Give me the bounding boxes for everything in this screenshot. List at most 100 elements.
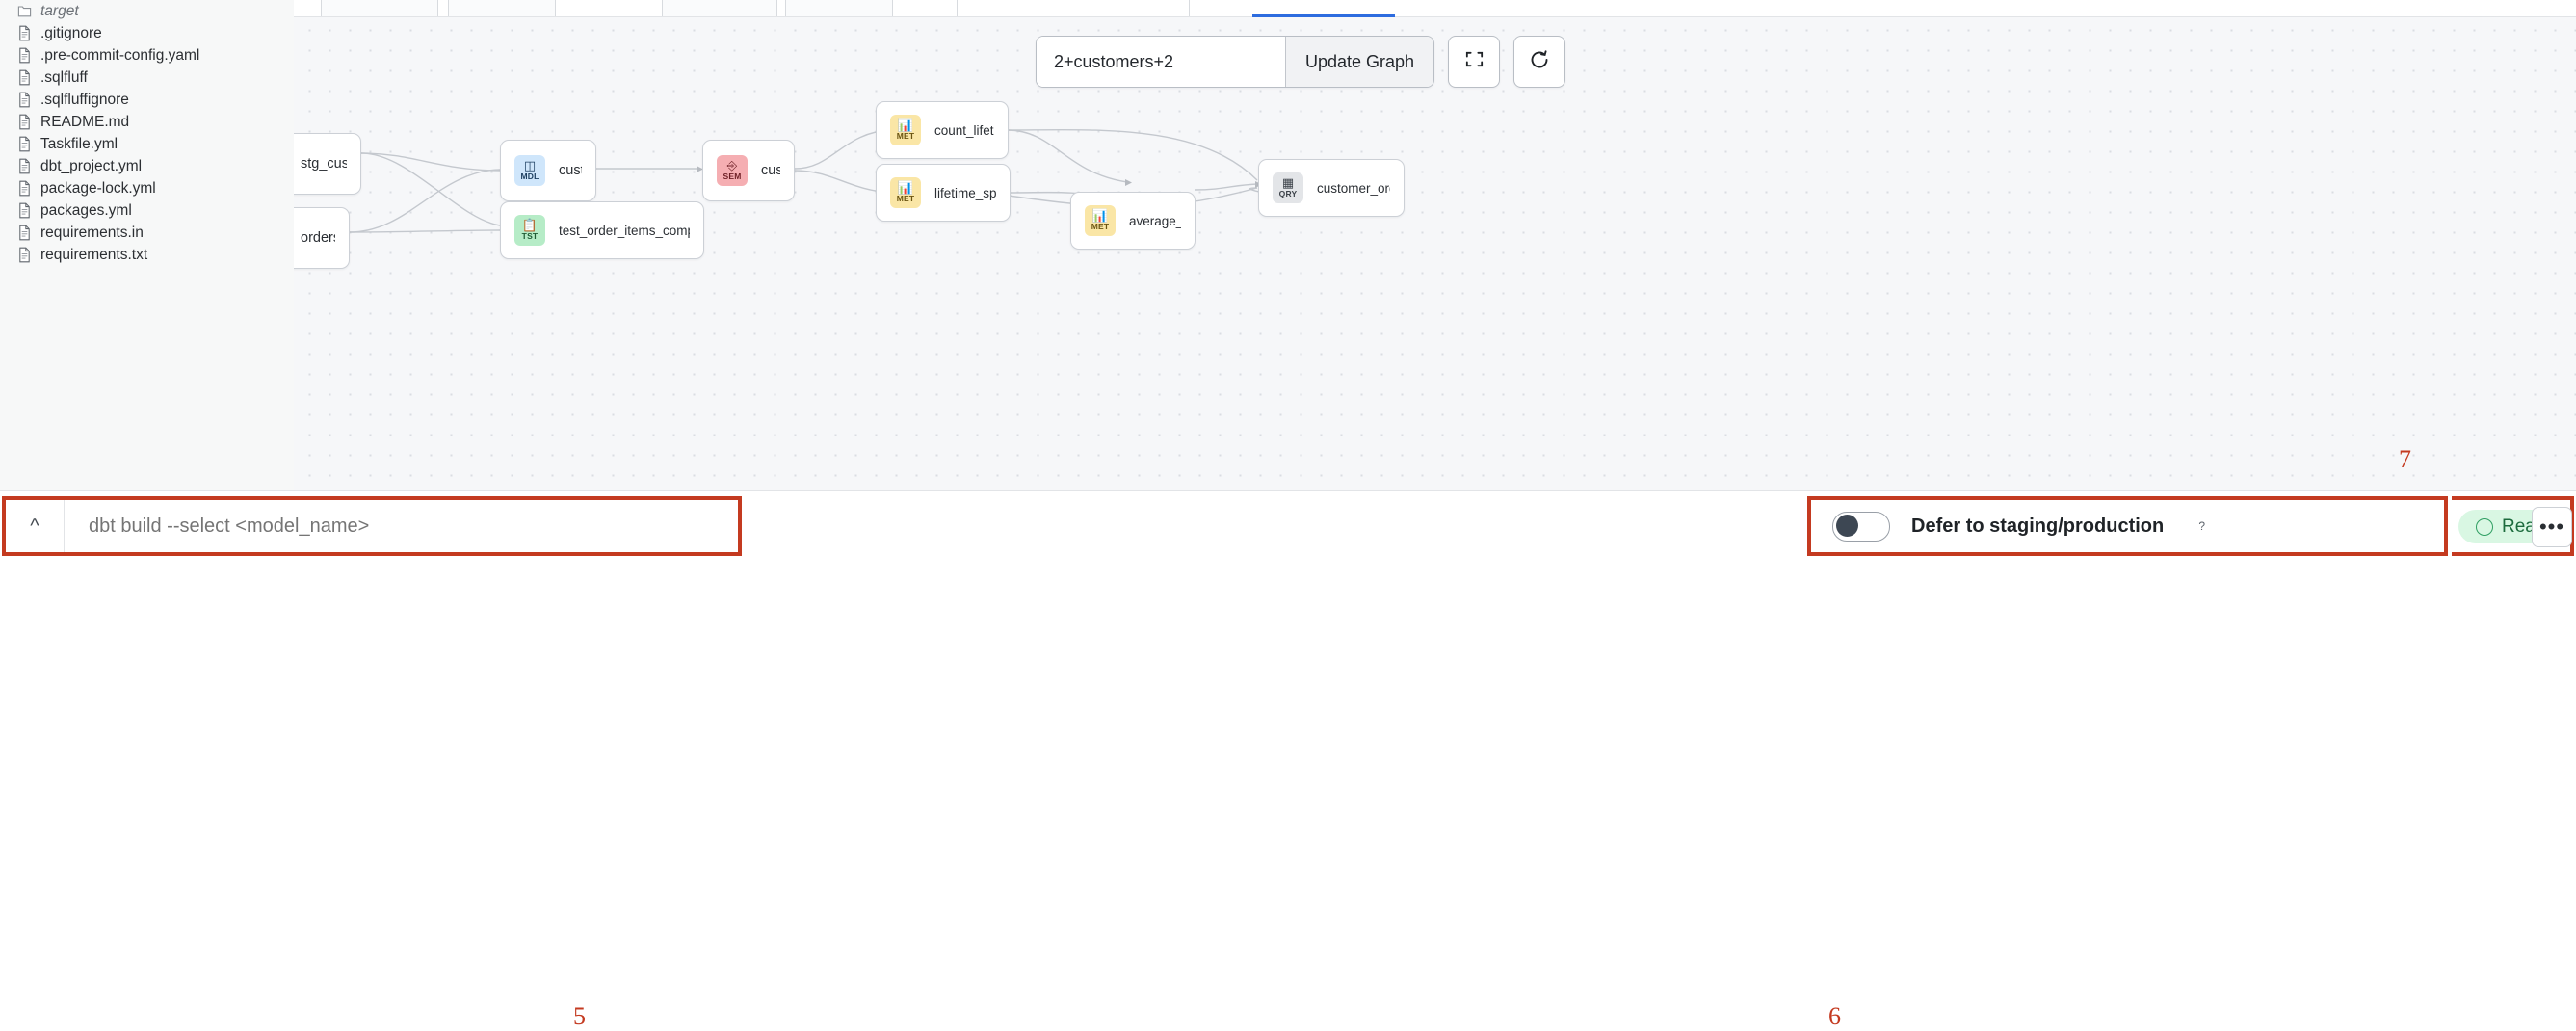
file-explorer-sidebar: target .gitignore .pre-commit-config.yam… <box>0 0 295 491</box>
file-item-label: package-lock.yml <box>40 180 156 197</box>
file-item-label: .pre-commit-config.yaml <box>40 47 200 64</box>
tab-ghost-2[interactable] <box>448 0 556 16</box>
dag-node-test-order-items[interactable]: 📋 TST test_order_items_compute_to_bools… <box>500 201 704 259</box>
dag-node-customers-semantic[interactable]: ⎆ SEM customers <box>702 140 795 201</box>
fullscreen-icon <box>1463 48 1485 75</box>
file-item-packages-yml[interactable]: packages.yml <box>0 199 294 222</box>
file-icon <box>17 136 32 152</box>
dag-node-label: customers <box>761 163 780 178</box>
table-icon: ▦ <box>1281 175 1295 191</box>
graph-search-input[interactable] <box>1037 37 1285 87</box>
status-ring-icon <box>2476 517 2493 536</box>
metric-badge: 📊 MET <box>890 115 921 145</box>
dag-node-label: customer_order_metrics <box>1317 180 1390 196</box>
file-icon <box>17 69 32 86</box>
file-item-label: dbt_project.yml <box>40 158 143 174</box>
dag-node-label: count_lifetime_orders <box>934 122 994 138</box>
file-icon <box>17 158 32 174</box>
dag-node-label: customers <box>559 163 582 178</box>
file-item-label: requirements.in <box>40 225 144 241</box>
file-item-label: target <box>40 3 79 19</box>
dag-node-average-order-value[interactable]: 📊 MET average_order_value <box>1070 192 1196 250</box>
defer-label: Defer to staging/production <box>1911 515 2165 537</box>
defer-control-group: Defer to staging/production ? <box>1807 496 2448 556</box>
file-icon <box>17 92 32 108</box>
dag-node-label: orders <box>301 230 335 246</box>
metric-badge: 📊 MET <box>1085 205 1116 236</box>
file-item-label: Taskfile.yml <box>40 136 118 152</box>
file-item-readme-md[interactable]: README.md <box>0 111 294 133</box>
file-item-label: .sqlfluff <box>40 69 88 86</box>
help-circle-icon[interactable]: ? <box>2198 519 2206 533</box>
bottom-bar: ^ 5 Defer to staging/production ? 6 Read… <box>0 490 2576 1030</box>
dag-node-orders[interactable]: orders <box>294 207 350 269</box>
dag-node-customer-order-metrics[interactable]: ▦ QRY customer_order_metrics <box>1258 159 1405 217</box>
file-list: target .gitignore .pre-commit-config.yam… <box>0 0 294 266</box>
more-options-button[interactable]: ••• <box>2532 507 2572 547</box>
dag-node-lifetime-spend-pretax[interactable]: 📊 MET lifetime_spend_pretax <box>876 164 1011 222</box>
bar-chart-icon: 📊 <box>897 118 914 133</box>
file-item-label: requirements.txt <box>40 247 148 263</box>
dag-node-label: lifetime_spend_pretax <box>934 185 996 200</box>
file-item-dbt-project-yml[interactable]: dbt_project.yml <box>0 155 294 177</box>
command-bar: ^ <box>2 496 742 556</box>
file-item-label: .gitignore <box>40 25 102 41</box>
folder-icon <box>17 3 32 19</box>
file-item--gitignore[interactable]: .gitignore <box>0 22 294 44</box>
semantic-badge: ⎆ SEM <box>717 155 748 186</box>
model-badge: ◫ MDL <box>514 155 545 186</box>
refresh-icon <box>1528 48 1551 76</box>
tab-ghost-1[interactable] <box>321 0 438 16</box>
file-icon <box>17 202 32 219</box>
file-item-requirements-in[interactable]: requirements.in <box>0 222 294 244</box>
dag-canvas[interactable]: Update Graph <box>294 16 2576 491</box>
dag-node-label: stg_customers <box>301 156 347 172</box>
file-item--pre-commit-config-yaml[interactable]: .pre-commit-config.yaml <box>0 44 294 66</box>
test-badge: 📋 TST <box>514 215 545 246</box>
file-item-package-lock-yml[interactable]: package-lock.yml <box>0 177 294 199</box>
graph-search-group: Update Graph <box>1036 36 1435 88</box>
file-item-target[interactable]: target <box>0 0 294 22</box>
file-icon <box>17 180 32 197</box>
clipboard-icon: 📋 <box>521 218 539 233</box>
annotation-5: 5 <box>573 1002 586 1030</box>
graph-toolbar: Update Graph <box>1036 36 1566 88</box>
file-icon <box>17 225 32 241</box>
chevron-up-icon[interactable]: ^ <box>6 500 65 552</box>
dag-node-count-lifetime-orders[interactable]: 📊 MET count_lifetime_orders <box>876 101 1009 159</box>
file-item--sqlfluffignore[interactable]: .sqlfluffignore <box>0 89 294 111</box>
graph-panel: Update Graph <box>294 0 2576 491</box>
file-icon <box>17 25 32 41</box>
command-input[interactable] <box>65 499 738 553</box>
bar-chart-icon: 📊 <box>1091 208 1109 224</box>
file-icon <box>17 247 32 263</box>
file-item-label: README.md <box>40 114 130 130</box>
fullscreen-button[interactable] <box>1448 36 1501 88</box>
file-item-requirements-txt[interactable]: requirements.txt <box>0 244 294 266</box>
annotation-6: 6 <box>1828 1002 1841 1030</box>
metric-badge: 📊 MET <box>890 177 921 208</box>
file-item--sqlfluff[interactable]: .sqlfluff <box>0 66 294 89</box>
dag-node-label: average_order_value <box>1129 213 1181 228</box>
query-badge: ▦ QRY <box>1273 172 1303 203</box>
branch-icon: ⎆ <box>726 158 738 173</box>
annotation-7: 7 <box>2399 445 2411 473</box>
tab-active-underline <box>1252 14 1395 17</box>
tab-ghost-3[interactable] <box>662 0 777 16</box>
bar-chart-icon: 📊 <box>897 180 914 196</box>
editor-tab-strip <box>294 0 2576 17</box>
toggle-knob <box>1836 515 1858 538</box>
refresh-button[interactable] <box>1513 36 1566 88</box>
dag-node-label: test_order_items_compute_to_bools… <box>559 223 690 238</box>
file-item-taskfile-yml[interactable]: Taskfile.yml <box>0 133 294 155</box>
tab-ghost-active[interactable] <box>957 0 1190 16</box>
defer-toggle[interactable] <box>1832 511 1890 542</box>
file-icon <box>17 47 32 64</box>
update-graph-button[interactable]: Update Graph <box>1285 37 1434 87</box>
file-item-label: .sqlfluffignore <box>40 92 129 108</box>
dag-node-customers-model[interactable]: ◫ MDL customers <box>500 140 596 201</box>
cube-icon: ◫ <box>523 158 537 173</box>
dag-node-stg-customers[interactable]: stg_customers <box>294 133 361 195</box>
tab-ghost-4[interactable] <box>785 0 893 16</box>
